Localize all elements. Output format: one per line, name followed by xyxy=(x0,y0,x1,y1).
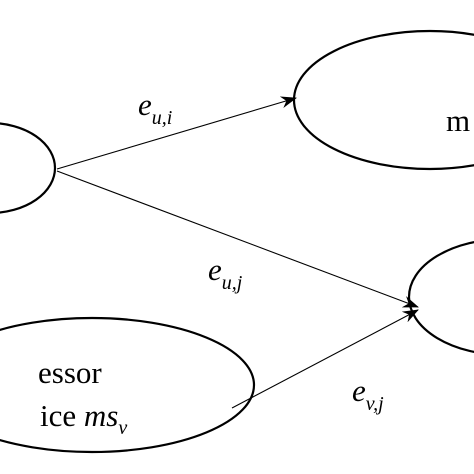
edge-v-j-arrow xyxy=(231,309,419,409)
node-left-bottom-line2: ice msv xyxy=(40,398,127,439)
edge-v-j-sub: v,j xyxy=(366,393,384,415)
edge-u-j-sub: u,j xyxy=(222,272,243,294)
node-left-top xyxy=(0,122,57,214)
edge-u-i-arrow xyxy=(56,96,297,170)
node-left-bottom xyxy=(0,316,256,454)
edge-v-j-label: ev,j xyxy=(352,373,384,415)
node-left-bottom-line2-var: ms xyxy=(84,398,118,433)
edge-u-i-sub: u,i xyxy=(152,107,173,129)
edge-u-j-arrow xyxy=(56,170,419,308)
edge-u-i-label: eu,i xyxy=(138,87,172,129)
edge-u-j-main: e xyxy=(208,252,222,287)
edge-v-j-main: e xyxy=(352,373,366,408)
node-right-bottom xyxy=(407,240,474,354)
edge-u-i-main: e xyxy=(138,87,152,122)
edge-u-j-label: eu,j xyxy=(208,252,243,294)
node-left-bottom-line1: essor xyxy=(38,355,102,390)
node-right-top xyxy=(292,29,474,171)
node-left-bottom-line2-sub: v xyxy=(118,417,127,439)
node-left-bottom-line2-prefix: ice xyxy=(40,398,84,433)
node-right-top-label: m xyxy=(446,103,470,138)
